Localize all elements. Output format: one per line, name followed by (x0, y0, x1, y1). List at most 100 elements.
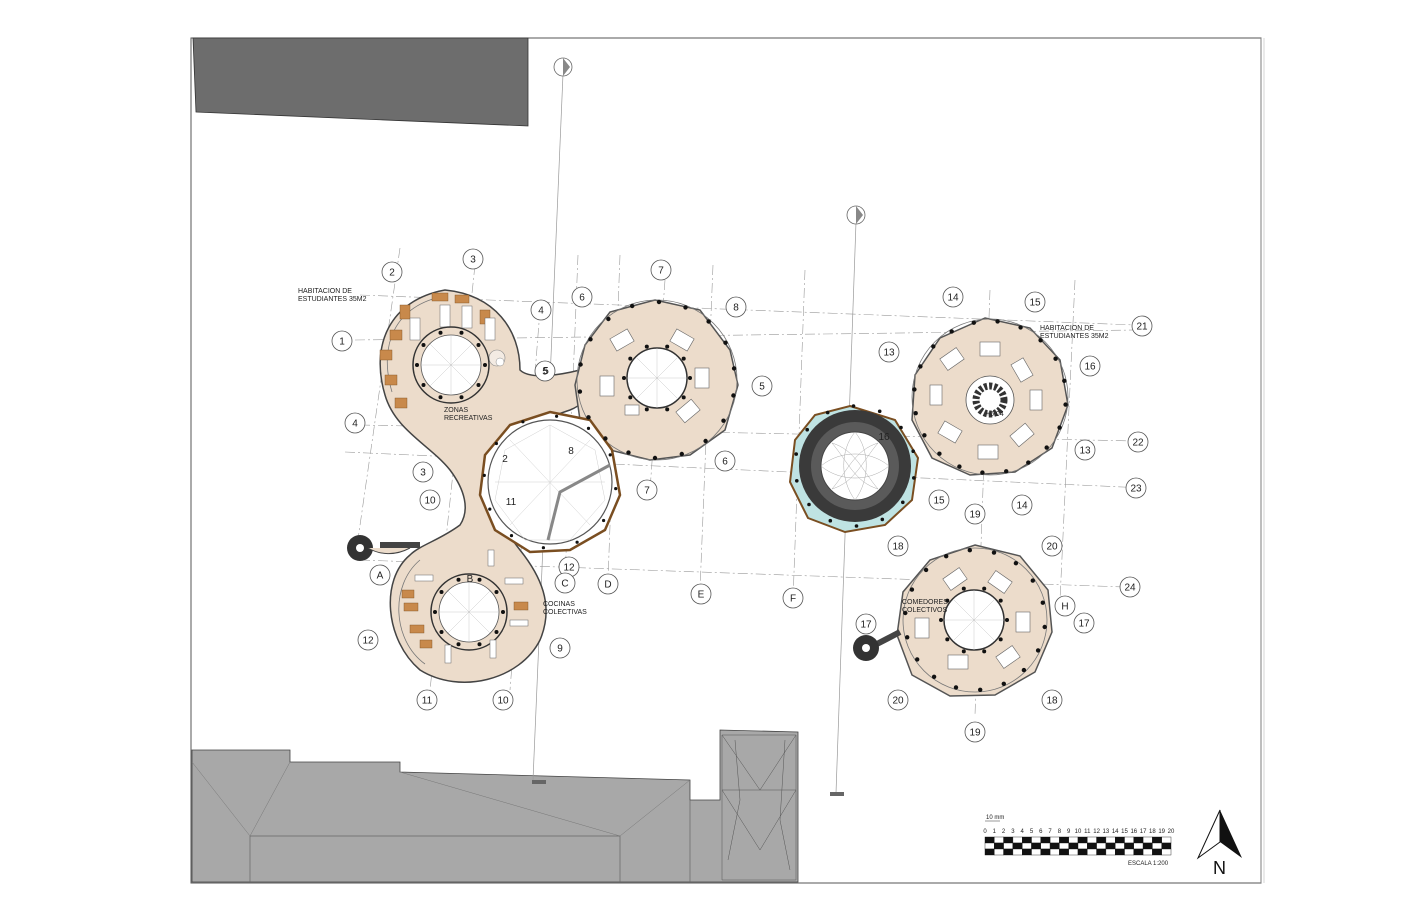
grid-bubble-label: 13 (1079, 446, 1091, 457)
grid-bubble-label: 5 (542, 367, 548, 378)
column-dot (991, 550, 997, 555)
scale-tick-label: 3 (1011, 829, 1015, 835)
column-dot (578, 362, 583, 367)
column-dot (459, 395, 464, 400)
column-dot (1062, 378, 1067, 383)
column-dot (494, 590, 499, 594)
column-dot (903, 610, 908, 616)
grid-bubble: 9 (549, 637, 571, 659)
grid-bubble: D (597, 573, 619, 595)
column-dot (899, 425, 903, 430)
grid-bubble-label: 4 (538, 306, 544, 317)
grid-bubble-label: 6 (579, 293, 585, 304)
scale-tick-label: 6 (1039, 829, 1043, 835)
grid-bubble-label: 3 (420, 468, 426, 479)
scale-tick-label: 18 (1149, 829, 1156, 835)
building-south (191, 729, 799, 883)
column-dot (912, 476, 916, 480)
column-dot (415, 363, 419, 367)
grid-bubble-label: E (698, 590, 705, 601)
column-dot (614, 487, 618, 491)
column-dot (937, 451, 942, 456)
grid-bubble: 6 (571, 286, 593, 308)
column-dot (476, 343, 481, 347)
grid-bubble-label: 20 (1046, 542, 1058, 553)
column-dot (509, 534, 514, 538)
grid-bubble: 17 (855, 613, 877, 635)
grid-bubble: 1 (331, 330, 353, 352)
north-arrow-icon: N (1196, 809, 1242, 878)
grid-bubble: 15 (928, 489, 950, 511)
scale-unit: 10 mm (986, 815, 1004, 821)
column-dot (980, 470, 985, 475)
grid-bubble: 24 (1119, 576, 1141, 598)
column-dot (1057, 425, 1062, 430)
column-dot (915, 657, 920, 662)
column-dot (683, 305, 688, 310)
grid-bubble: 12 (357, 629, 379, 651)
grid-bubble-label: 23 (1130, 484, 1142, 495)
column-dot (880, 517, 885, 522)
column-dot (608, 453, 612, 457)
grid-bubble: 20 (887, 689, 909, 711)
column-dot (644, 344, 649, 349)
grid-bubble-label: F (790, 594, 796, 605)
scale-tick-label: 12 (1093, 829, 1100, 835)
grid-bubble: 11 (416, 689, 438, 711)
column-dot (939, 618, 943, 622)
column-dot (652, 455, 658, 461)
column-dot (931, 344, 936, 349)
grid-bubble-label: 10 (424, 496, 436, 507)
column-dot (828, 518, 833, 523)
column-dot (913, 411, 918, 416)
column-dot (421, 383, 426, 387)
column-dot (586, 415, 591, 420)
column-dot (794, 452, 798, 456)
column-dot (438, 395, 443, 400)
column-dot (944, 554, 949, 559)
grid-bubble: 18 (1041, 689, 1063, 711)
grid-bubble: 20 (1041, 535, 1063, 557)
grid-bubble: 14 (942, 286, 964, 308)
grid-bubble: 15 (1024, 291, 1046, 313)
grid-bubble-label: 12 (362, 636, 374, 647)
column-dot (998, 598, 1003, 603)
grid-bubble-label: 18 (1046, 696, 1058, 707)
column-dot (998, 637, 1003, 642)
grid-bubble: 19 (964, 503, 986, 525)
inner-label: B (467, 574, 474, 585)
column-dot (421, 343, 426, 347)
column-dot (501, 610, 505, 614)
column-dot (679, 451, 684, 457)
column-dot (971, 320, 976, 325)
grid-bubble: 21 (1131, 315, 1153, 337)
scale-tick-label: 15 (1121, 829, 1128, 835)
column-dot (606, 316, 611, 322)
grid-bubble-label: 19 (969, 510, 981, 521)
column-dot (731, 366, 737, 371)
grid-bubble: 5 (751, 375, 773, 397)
column-dot (911, 449, 915, 454)
grid-bubble: 7 (650, 259, 672, 281)
grid-bubble-label: 16 (1084, 362, 1096, 373)
column-dot (1053, 356, 1058, 361)
grid-bubble: 10 (492, 689, 514, 711)
north-label: N (1213, 858, 1226, 878)
scale-tick-label: 17 (1140, 829, 1147, 835)
grid-bubble: 5 (534, 360, 556, 382)
column-dot (439, 630, 444, 634)
grid-bubble: H (1054, 595, 1076, 617)
column-dot (723, 340, 728, 345)
column-dot (703, 438, 708, 444)
column-dot (477, 642, 482, 647)
column-dot (482, 473, 486, 477)
scale-tick-label: 8 (1058, 829, 1062, 835)
column-dot (1042, 624, 1047, 630)
label-level: +6.04 (986, 411, 1004, 418)
grid-bubble-label: 15 (1029, 298, 1041, 309)
